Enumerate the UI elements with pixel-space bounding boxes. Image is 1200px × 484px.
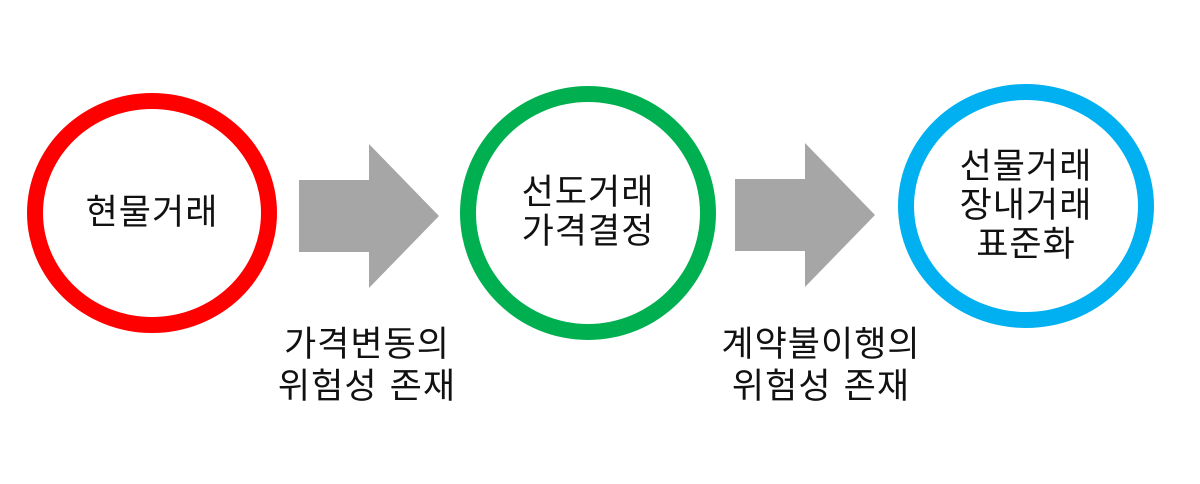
step-label: 선도거래 가격결정	[522, 174, 655, 252]
transition-caption-price-risk: 가격변동의 위험성 존재	[262, 324, 472, 408]
step-circle-spot-trading: 현물거래	[27, 93, 277, 333]
step-circle-futures-trading: 선물거래 장내거래 표준화	[898, 84, 1154, 328]
step-label: 선물거래 장내거래 표준화	[959, 146, 1093, 265]
step-label-line: 장내거래	[959, 185, 1093, 226]
step-circle-forward-trading: 선도거래 가격결정	[460, 86, 716, 340]
caption-line: 위험성 존재	[277, 367, 457, 407]
step-label: 현물거래	[85, 192, 219, 233]
step-label-line: 가격결정	[521, 212, 655, 252]
step-label-line: 선도거래	[521, 173, 655, 213]
step-label-line: 선물거래	[959, 146, 1093, 187]
caption-line: 계약불이행의	[721, 325, 921, 365]
caption-line: 가격변동의	[283, 325, 450, 365]
step-label-line: 현물거래	[85, 192, 219, 233]
transition-caption-default-risk: 계약불이행의 위험성 존재	[706, 324, 936, 408]
arrow-right-icon	[735, 143, 875, 287]
step-label-line: 표준화	[976, 224, 1076, 265]
arrow-right-icon	[299, 144, 439, 288]
caption-line: 위험성 존재	[731, 367, 911, 407]
